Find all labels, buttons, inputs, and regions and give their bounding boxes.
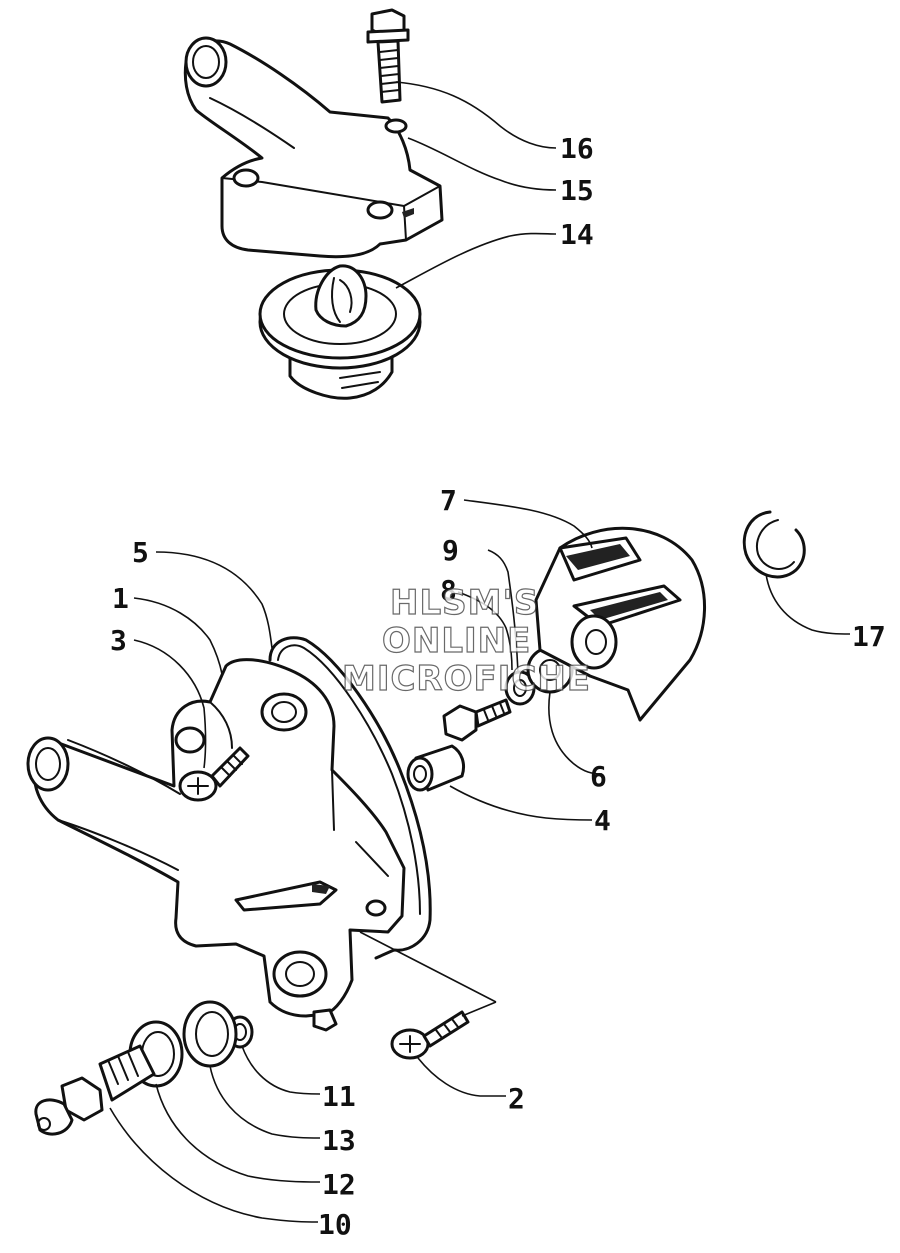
leader-4 xyxy=(449,785,593,821)
leader-2 xyxy=(417,1057,506,1097)
watermark: HLSM'S ONLINE MICROFICHE xyxy=(341,582,591,699)
leader-8 xyxy=(457,591,513,671)
part-16-bolt[interactable] xyxy=(366,8,410,104)
leader-6 xyxy=(548,691,603,775)
callout-9: 9 xyxy=(442,534,459,567)
watermark-line-1: HLSM'S xyxy=(390,583,539,623)
part-5-gasket[interactable] xyxy=(268,636,432,960)
part-3-screw[interactable] xyxy=(178,746,250,802)
part-4-bushing[interactable] xyxy=(406,744,466,792)
leader-1 xyxy=(133,597,223,675)
callout-4: 4 xyxy=(594,804,611,837)
leader-9 xyxy=(487,549,519,673)
leader-12 xyxy=(155,1083,321,1183)
callout-10: 10 xyxy=(318,1208,352,1241)
callout-1: 1 xyxy=(112,582,129,615)
leader-11 xyxy=(241,1045,321,1095)
part-8-hex-bolt[interactable] xyxy=(442,698,512,742)
leader-2-housing xyxy=(359,931,497,1017)
leader-7 xyxy=(463,499,593,549)
callout-14: 14 xyxy=(560,218,594,251)
part-15-thermostat[interactable] xyxy=(258,264,422,400)
part-9-washer[interactable] xyxy=(504,670,536,706)
callout-8: 8 xyxy=(440,574,457,607)
leader-14 xyxy=(395,232,557,289)
part-14-thermostat-housing[interactable] xyxy=(183,36,444,259)
callout-3: 3 xyxy=(110,624,127,657)
callout-17: 17 xyxy=(852,620,886,653)
callout-5: 5 xyxy=(132,536,149,569)
callout-16: 16 xyxy=(560,132,594,165)
callout-15: 15 xyxy=(560,174,594,207)
leader-5 xyxy=(155,551,273,649)
part-10-fitting[interactable] xyxy=(34,1044,156,1136)
part-13-washer[interactable] xyxy=(182,1000,238,1068)
leader-10 xyxy=(109,1107,319,1223)
callout-7: 7 xyxy=(440,484,457,517)
leader-15 xyxy=(407,137,557,191)
callout-13: 13 xyxy=(322,1124,356,1157)
part-17-circlip[interactable] xyxy=(742,510,806,579)
watermark-line-3: MICROFICHE xyxy=(342,659,591,699)
watermark-line-2: ONLINE xyxy=(382,621,531,661)
callout-2: 2 xyxy=(508,1082,525,1115)
leader-13 xyxy=(209,1065,321,1139)
part-7-impeller[interactable] xyxy=(534,526,707,722)
part-2-screw[interactable] xyxy=(390,1010,470,1060)
leader-17 xyxy=(765,573,851,635)
callout-11: 11 xyxy=(322,1080,356,1113)
part-1-pump-housing[interactable] xyxy=(26,658,406,1032)
callout-6: 6 xyxy=(590,760,607,793)
callout-12: 12 xyxy=(322,1168,356,1201)
leader-16 xyxy=(395,81,557,149)
leader-3 xyxy=(133,639,207,769)
